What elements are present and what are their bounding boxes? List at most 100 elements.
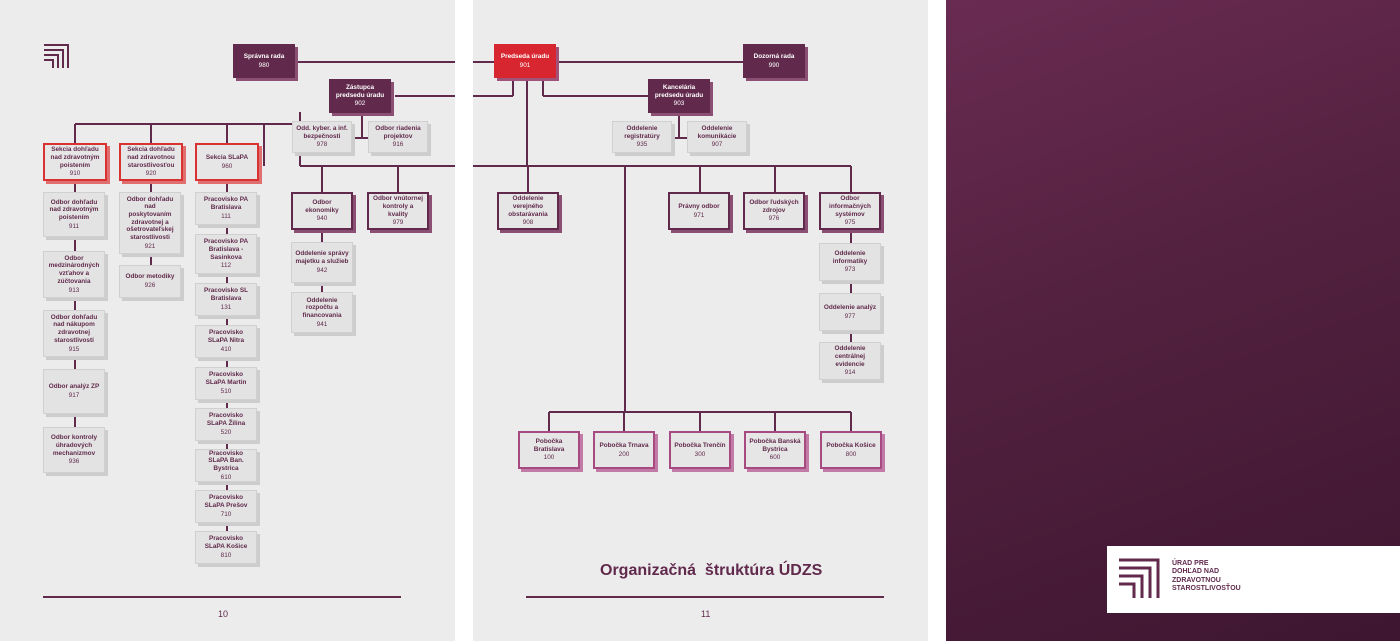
node-name: Kancelária predsedu úradu: [654, 83, 704, 99]
node-oddelenie-973: Oddelenie informatiky 973: [819, 243, 881, 281]
node-name: Odbor dohľadu nad zdravotným poistením: [49, 198, 99, 221]
node-pracovisko-610: Pracovisko SLaPA Ban. Bystrica 610: [195, 449, 257, 482]
node-code: 971: [693, 211, 705, 219]
node-pobocka-200: Pobočka Trnava 200: [593, 431, 655, 469]
node-code: 915: [68, 345, 80, 353]
node-code: 921: [144, 242, 156, 250]
node-code: 910: [69, 170, 81, 178]
node-predseda-uradu: Predseda úradu 901: [494, 44, 556, 78]
page-title: Organizačná štruktúra ÚDZS: [600, 562, 823, 579]
cover-logo-box: ÚRAD PRE DOHĽAD NAD ZDRAVOTNOU STAROSTLI…: [1107, 546, 1400, 613]
node-code: 410: [220, 345, 232, 353]
node-name: Odbor dohľadu nad poskytovaním zdravotne…: [126, 195, 174, 242]
node-name: Oddelenie informatiky: [832, 249, 868, 265]
node-odbor-911: Odbor dohľadu nad zdravotným poistením 9…: [43, 192, 105, 237]
node-odbor-915: Odbor dohľadu nad nákupom zdravotnej sta…: [43, 310, 105, 357]
node-name: Sekcia SLaPA: [205, 153, 249, 161]
page-number-left: 10: [218, 609, 229, 619]
node-pravny-odbor: Právny odbor 971: [668, 192, 730, 230]
node-sekcia-920: Sekcia dohľadu nad zdravotnou starostliv…: [119, 143, 183, 181]
node-spravna-rada: Správna rada 980: [233, 44, 295, 78]
node-code: 600: [769, 454, 781, 462]
node-oddelenie-914: Oddelenie centrálnej evidencie 914: [819, 342, 881, 380]
logo-line: ÚRAD PRE: [1172, 560, 1209, 567]
node-name: Odbor analýz ZP: [48, 383, 100, 391]
node-name: Oddelenie rozpočtu a financovania: [302, 296, 342, 319]
node-code: 710: [220, 510, 232, 518]
node-code: 916: [392, 141, 404, 149]
node-odbor-riadenia: Odbor riadenia projektov 916: [368, 121, 428, 153]
node-code: 914: [844, 369, 856, 377]
node-name: Odd. kyber. a inf. bezpečnosti: [296, 124, 348, 140]
node-pracovisko-520: Pracovisko SLaPA Žilina 520: [195, 408, 257, 441]
node-name: Pobočka Trnava: [599, 441, 649, 449]
node-pracovisko-710: Pracovisko SLaPA Prešov 710: [195, 490, 257, 523]
node-code: 979: [392, 219, 404, 227]
node-name: Sekcia dohľadu nad zdravotným poistením: [50, 146, 100, 169]
node-code: 908: [522, 219, 534, 227]
node-code: 917: [68, 392, 80, 399]
node-name: Pracovisko SLaPA Nitra: [207, 329, 245, 345]
footer-rule-right: [526, 596, 884, 598]
node-kancelaria: Kancelária predsedu úradu 903: [648, 79, 710, 113]
node-name: Odbor metodiky: [125, 273, 175, 281]
node-name: Oddelenie komunikácie: [697, 124, 737, 140]
node-odbor-917: Odbor analýz ZP 917: [43, 369, 105, 414]
node-name: Pracovisko PA Bratislava: [203, 196, 249, 212]
node-name: Dozorná rada: [753, 52, 795, 60]
node-odbor-940: Odbor ekonomiky 940: [291, 192, 353, 230]
node-code: 903: [673, 100, 685, 108]
node-name: Odbor informačných systémov: [829, 195, 871, 218]
node-code: 941: [316, 320, 328, 328]
node-name: Správna rada: [243, 52, 285, 60]
cover-page: [946, 0, 1400, 641]
node-name: Pobočka Bratislava: [533, 437, 565, 453]
node-sekcia-960: Sekcia SLaPA 960: [195, 143, 259, 181]
node-pracovisko-131: Pracovisko SL Bratislava 131: [195, 283, 257, 316]
node-code: 976: [768, 215, 780, 223]
node-code: 920: [145, 170, 157, 178]
node-name: Pracovisko SLaPA Žilina: [206, 412, 246, 428]
node-odd-registratury: Oddelenie registratúry 935: [612, 121, 672, 153]
node-code: 926: [144, 282, 156, 289]
node-name: Pobočka Košice: [826, 441, 876, 449]
node-code: 936: [68, 458, 80, 466]
node-name: Pobočka Banská Bystrica: [749, 437, 801, 453]
node-zastupca: Zástupca predsedu úradu 902: [329, 79, 391, 113]
node-name: Pracovisko SLaPA Ban. Bystrica: [208, 449, 244, 472]
footer-rule-left: [43, 596, 401, 598]
node-name: Odbor vnútornej kontroly a kvality: [372, 195, 424, 218]
node-code: 901: [519, 61, 531, 69]
node-name: Pracovisko SLaPA Martin: [205, 371, 247, 387]
node-pobocka-100: Pobočka Bratislava 100: [518, 431, 580, 469]
node-name: Právny odbor: [678, 202, 720, 210]
node-name: Predseda úradu: [500, 52, 550, 60]
node-oddelenie-977: Oddelenie analýz 977: [819, 293, 881, 331]
node-code: 810: [220, 551, 232, 559]
node-name: Odbor medzinárodných vzťahov a zúčtovani…: [48, 254, 100, 285]
node-code: 907: [711, 141, 723, 149]
node-name: Odbor kontroly úhradových mechanizmov: [50, 434, 98, 457]
node-odbor-936: Odbor kontroly úhradových mechanizmov 93…: [43, 427, 105, 473]
node-oddelenie-941: Oddelenie rozpočtu a financovania 941: [291, 292, 353, 333]
node-name: Pracovisko SLaPA Košice: [204, 535, 248, 551]
node-pracovisko-112: Pracovisko PA Bratislava - Sasinkova 112: [195, 234, 257, 274]
node-pracovisko-410: Pracovisko SLaPA Nitra 410: [195, 325, 257, 358]
node-name: Pracovisko PA Bratislava - Sasinkova: [203, 238, 249, 261]
node-code: 610: [220, 473, 232, 481]
node-code: 942: [316, 266, 328, 274]
node-code: 978: [316, 141, 328, 149]
node-odbor-975: Odbor informačných systémov 975: [819, 192, 881, 230]
node-odd-kyber: Odd. kyber. a inf. bezpečnosti 978: [292, 121, 352, 153]
node-oddelenie-908: Oddelenie verejného obstarávania 908: [497, 192, 559, 230]
node-code: 902: [354, 100, 366, 108]
node-code: 100: [543, 454, 555, 462]
logo-wordmark: ÚRAD PRE DOHĽAD NAD ZDRAVOTNOU STAROSTLI…: [1172, 560, 1241, 594]
node-name: Sekcia dohľadu nad zdravotnou starostliv…: [127, 146, 175, 169]
node-code: 131: [220, 303, 232, 311]
node-pracovisko-111: Pracovisko PA Bratislava 111: [195, 192, 257, 225]
node-code: 300: [694, 450, 706, 458]
node-odbor-976: Odbor ľudských zdrojov 976: [743, 192, 805, 230]
logo-line: STAROSTLIVOSŤOU: [1172, 585, 1241, 593]
node-sekcia-910: Sekcia dohľadu nad zdravotným poistením …: [43, 143, 107, 181]
